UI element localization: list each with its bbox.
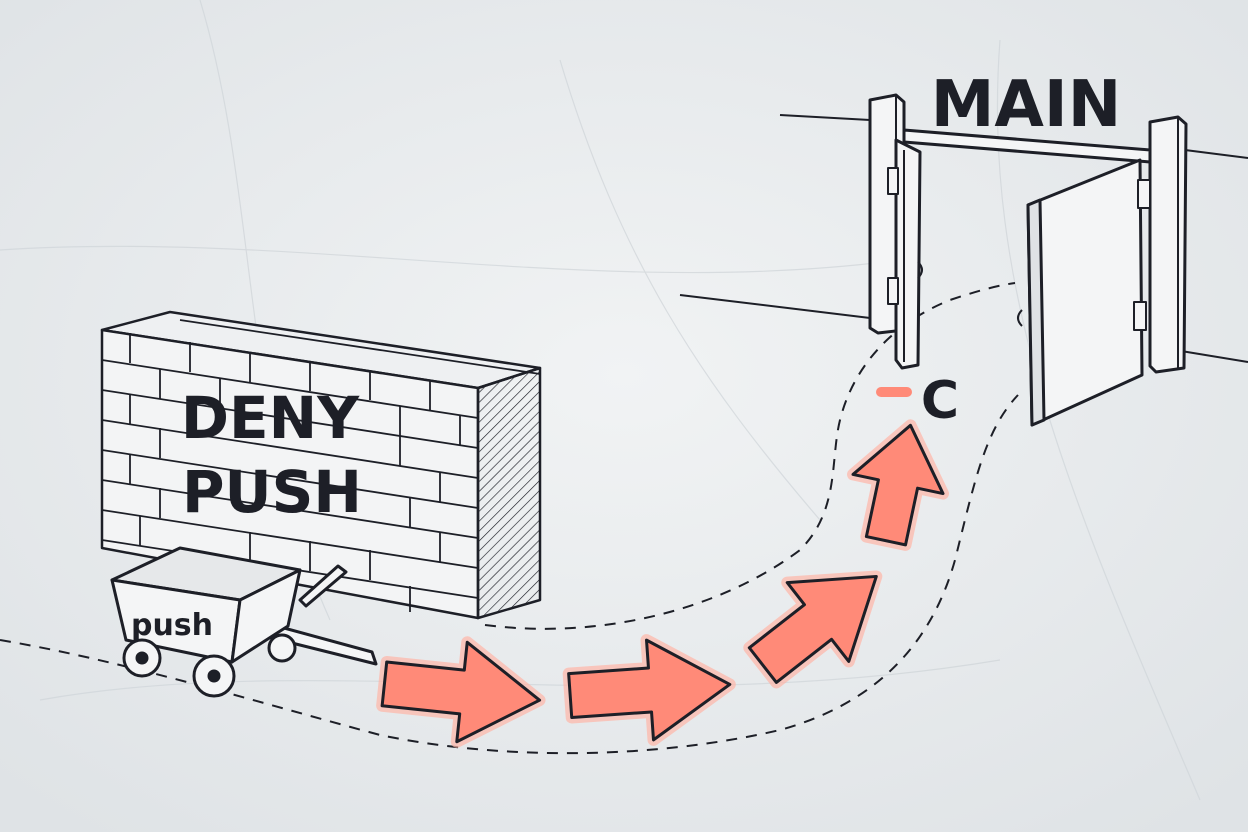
arrow-right-icon xyxy=(567,638,732,742)
arrow-up-right-icon xyxy=(747,574,878,684)
wheel-icon xyxy=(267,633,297,663)
wall-side xyxy=(476,366,542,620)
cart-label: push xyxy=(131,608,213,643)
hinge-icon xyxy=(1133,301,1147,331)
gate-top-bar xyxy=(902,128,1152,164)
hinge-icon xyxy=(887,277,899,305)
sign-main: MAIN xyxy=(931,68,1122,142)
hinge-icon xyxy=(887,167,899,195)
hinge-icon xyxy=(1137,179,1151,209)
gate-door-left xyxy=(894,138,922,370)
gate xyxy=(868,93,1188,427)
flag-dash xyxy=(876,387,912,397)
brick-wall xyxy=(100,310,542,620)
cart xyxy=(110,546,378,698)
arrow-up-icon xyxy=(851,423,945,547)
gate-post-right xyxy=(1148,115,1188,374)
flag-letter: C xyxy=(921,371,959,431)
wall-text-push: PUSH xyxy=(182,458,362,526)
arrow-right-icon xyxy=(380,640,542,744)
horizon-lines xyxy=(679,114,1248,363)
cart-bin-side xyxy=(230,568,302,664)
arrows xyxy=(376,419,949,748)
wall-text-deny: DENY xyxy=(181,384,360,452)
